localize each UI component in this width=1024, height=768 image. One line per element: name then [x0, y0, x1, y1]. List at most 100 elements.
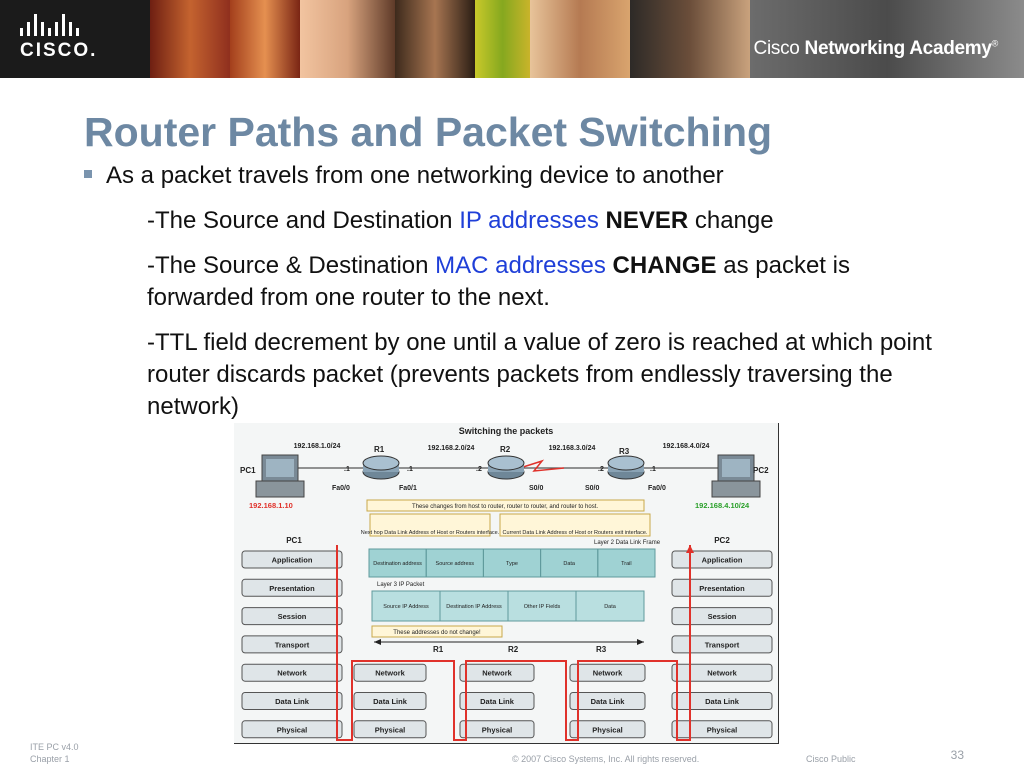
layer-label: Network	[707, 669, 737, 678]
frame-field-label: Type	[506, 561, 518, 567]
layer-label: Physical	[482, 725, 512, 734]
banner-photo-4	[395, 0, 475, 78]
layer-label: Network	[375, 669, 405, 678]
layer-box	[459, 720, 535, 739]
interface-label: .1	[650, 466, 656, 473]
cisco-logo-text: CISCO.	[20, 40, 98, 61]
pc1-computer-icon	[255, 454, 305, 498]
line1-emph: NEVER	[605, 207, 689, 234]
note-nexthop: Next hop Data Link Address of Host or Ro…	[361, 530, 500, 536]
banner-photo-2	[230, 0, 300, 78]
sub-bullet-mac: -The Source & Destination MAC addresses …	[147, 250, 962, 314]
bullet-square-icon	[84, 169, 92, 178]
note-box	[369, 513, 491, 537]
line2-prefix: -The Source & Destination	[147, 252, 436, 279]
layer-box	[241, 607, 343, 626]
note-box	[366, 499, 645, 512]
layer-label: Application	[702, 556, 743, 565]
layer-box	[569, 720, 646, 739]
layer-label: Data Link	[480, 697, 515, 706]
layer-box	[353, 720, 427, 739]
arrow-right-icon	[637, 639, 644, 645]
interface-label: .2	[598, 466, 604, 473]
layer-box	[569, 663, 646, 682]
router-r2-icon	[487, 455, 525, 480]
packet-path-line	[336, 545, 691, 741]
pc2-ip-label: 192.168.4.10/24	[695, 501, 750, 510]
device-label-r3: R3	[619, 447, 630, 456]
layer-label: Data Link	[373, 697, 408, 706]
bullet-main-text: As a packet travels from one networking …	[106, 162, 724, 189]
cisco-logo-bars-icon	[20, 14, 120, 36]
note-box	[499, 513, 651, 537]
note-changes: These changes from host to router, route…	[412, 504, 598, 510]
line1-highlight: IP addresses	[459, 207, 599, 234]
router-stack-label: R1	[433, 645, 444, 654]
frame-box	[368, 548, 656, 578]
line1-prefix: -The Source and Destination	[147, 207, 460, 234]
layer-box	[241, 663, 343, 682]
router-r1-icon	[362, 455, 400, 480]
line2-highlight: MAC addresses	[435, 252, 606, 279]
layer-label: Physical	[707, 725, 737, 734]
layer-box	[241, 550, 343, 569]
frame-field-label: Data	[563, 561, 576, 567]
packet-field-label: Other IP Fields	[524, 604, 561, 610]
pc1-stack-label: PC1	[286, 536, 302, 545]
device-label-r1: R1	[374, 445, 385, 454]
sub-bullet-ip: -The Source and Destination IP addresses…	[147, 205, 962, 237]
diagram-svg: Switching the packets 192.168.1.0/24 192…	[240, 426, 773, 741]
academy-brand: Cisco Networking Academy®	[753, 38, 999, 60]
cisco-logo: CISCO.	[20, 14, 120, 69]
interface-label: Fa0/0	[648, 485, 666, 492]
note-nochange: These addresses do not change!	[393, 630, 481, 636]
academy-prefix: Cisco	[753, 38, 800, 59]
layer-box	[569, 692, 646, 710]
line2-suffix: as packet is forwarded from one router t…	[147, 252, 850, 311]
layer-label: Physical	[375, 725, 405, 734]
layer-box	[241, 720, 343, 739]
layer-box	[353, 692, 427, 710]
layer-label: Data Link	[275, 697, 310, 706]
network-label: 192.168.3.0/24	[549, 445, 596, 452]
serial-link-line	[519, 459, 565, 472]
banner-photo-8	[750, 0, 1024, 78]
interface-label: Fa0/0	[332, 485, 350, 492]
frame-field	[597, 548, 656, 578]
sub-bullet-ttl: -TTL field decrement by one until a valu…	[147, 329, 932, 420]
line2-emph: CHANGE	[612, 252, 717, 279]
academy-name: Networking Academy	[804, 38, 992, 59]
layer-label: Physical	[592, 725, 622, 734]
packet-field-label: Destination IP Address	[446, 604, 502, 610]
pc1-ip-label: 192.168.1.10	[249, 501, 293, 510]
banner-photo-5	[475, 0, 530, 78]
layer-label: Transport	[705, 640, 740, 649]
layer-box	[459, 663, 535, 682]
interface-label: S0/0	[585, 485, 600, 492]
footer-course: ITE PC v4.0	[30, 742, 79, 752]
banner-photo-3	[300, 0, 395, 78]
network-label: 192.168.1.0/24	[294, 443, 341, 450]
packet-field-label: Source IP Address	[383, 604, 429, 610]
layer-label: Application	[272, 556, 313, 565]
slide-title: Router Paths and Packet Switching	[84, 109, 773, 155]
layer-box	[671, 550, 773, 569]
layer-label: Data Link	[705, 697, 740, 706]
layer-box	[353, 663, 427, 682]
layer-label: Transport	[275, 640, 310, 649]
frame-field-label: Source address	[436, 561, 475, 567]
path-arrowhead-icon	[686, 545, 694, 553]
interface-label: .1	[344, 466, 350, 473]
device-label-pc2: PC2	[753, 466, 769, 475]
device-label-pc1: PC1	[240, 466, 256, 475]
frame-field-label: Destination address	[373, 561, 422, 567]
layer-box	[241, 635, 343, 654]
interface-label: .1	[407, 466, 413, 473]
frame-label: Layer 2 Data Link Frame	[594, 540, 661, 546]
pc2-stack-label: PC2	[714, 536, 730, 545]
footer-copyright: © 2007 Cisco Systems, Inc. All rights re…	[512, 754, 700, 764]
router-stack-label: R3	[596, 645, 607, 654]
layer-box	[671, 692, 773, 710]
router-r3-icon	[607, 455, 645, 480]
layer-label: Session	[278, 612, 307, 621]
